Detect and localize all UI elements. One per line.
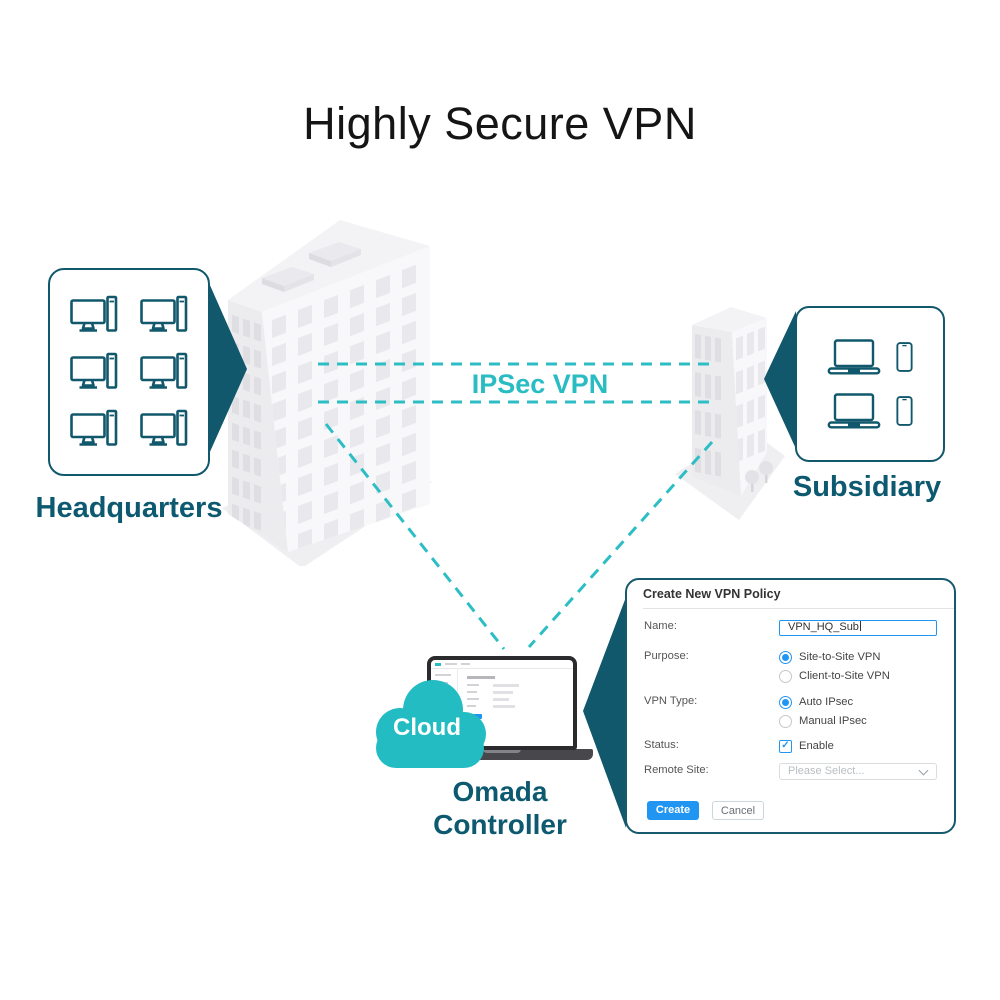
radio-manual-ipsec[interactable]	[779, 715, 792, 728]
radio-site-to-site-vpn-label[interactable]: Site-to-Site VPN	[799, 651, 881, 663]
status-label: Status:	[644, 739, 679, 751]
enable-checkbox[interactable]: ✓	[779, 740, 792, 753]
controller-laptop-screen	[427, 656, 577, 750]
vpn-type-label: VPN Type:	[644, 695, 698, 707]
page-title: Highly Secure VPN	[303, 98, 697, 149]
cloud-label: Cloud	[393, 714, 461, 741]
radio-auto-ipsec-label[interactable]: Auto IPsec	[799, 696, 854, 708]
purpose-label: Purpose:	[644, 650, 689, 662]
name-label: Name:	[644, 620, 677, 632]
smartphone-icon	[896, 341, 913, 373]
text-caret	[859, 621, 861, 631]
create-button[interactable]: Create	[647, 801, 699, 820]
headquarters-device-panel	[48, 268, 210, 476]
radio-client-to-site-vpn-label[interactable]: Client-to-Site VPN	[799, 670, 890, 682]
desktop-computer-icon	[140, 409, 188, 449]
rooftop-unit	[309, 242, 361, 267]
ipsec-vpn-label: IPSec VPN	[471, 369, 609, 399]
desktop-computer-icon	[140, 352, 188, 392]
name-input[interactable]: VPN_HQ_Sub	[779, 620, 937, 636]
laptop-base	[412, 749, 593, 760]
laptop-icon	[827, 339, 881, 375]
controller-logo-mini	[435, 662, 441, 666]
desktop-computer-icon	[70, 295, 118, 335]
laptop-notch	[483, 749, 521, 753]
desktop-computer-icon	[140, 295, 188, 335]
headquarters-label: Headquarters	[35, 492, 223, 524]
dialog-title: Create New VPN Policy	[643, 580, 954, 609]
chevron-down-icon	[918, 765, 929, 776]
desktop-computer-icon	[70, 352, 118, 392]
controller-screen-topbar	[431, 660, 573, 669]
controller-name: Omada Controller	[433, 776, 567, 840]
desktop-computer-icon	[70, 409, 118, 449]
cloud-icon	[376, 680, 486, 768]
radio-client-to-site-vpn[interactable]	[779, 670, 792, 683]
enable-checkbox-label[interactable]: Enable	[799, 740, 834, 752]
radio-manual-ipsec-label[interactable]: Manual IPsec	[799, 715, 867, 727]
remote-site-select[interactable]: Please Select...	[779, 763, 937, 780]
laptop-icon	[827, 393, 881, 429]
headquarters-building-illustration	[222, 220, 432, 566]
subsidiary-label: Subsidiary	[792, 471, 942, 503]
smartphone-icon	[896, 395, 913, 427]
tree-icon	[745, 461, 773, 492]
rooftop-unit	[262, 267, 314, 292]
radio-site-to-site-vpn[interactable]	[779, 651, 792, 664]
radio-auto-ipsec[interactable]	[779, 696, 792, 709]
create-vpn-policy-dialog: Create New VPN Policy Name: VPN_HQ_Sub P…	[625, 578, 956, 834]
subsidiary-device-panel	[795, 306, 945, 462]
cancel-button[interactable]: Cancel	[712, 801, 764, 820]
remote-site-label: Remote Site:	[644, 764, 709, 776]
subsidiary-building-illustration	[675, 307, 785, 520]
